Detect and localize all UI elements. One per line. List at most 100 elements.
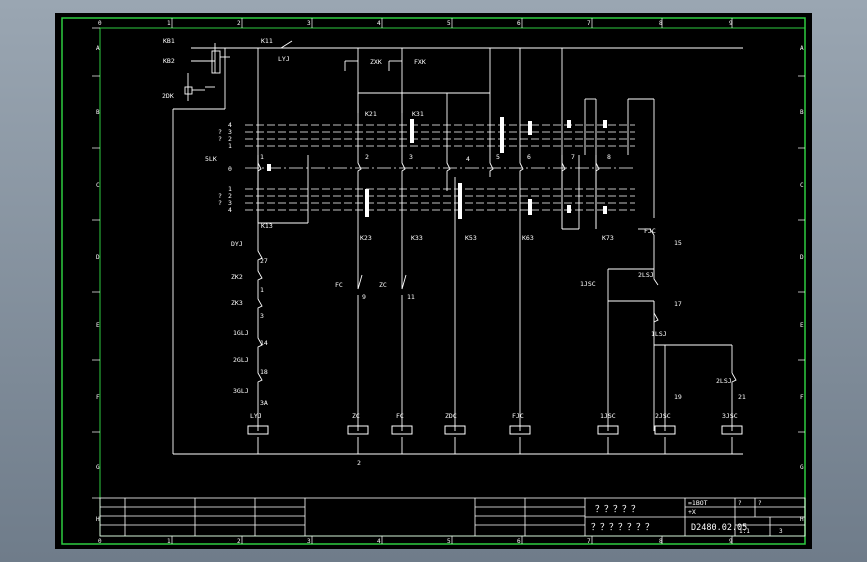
label-k53: K53 xyxy=(465,234,477,242)
border-ticks xyxy=(92,18,805,544)
coil-zc xyxy=(347,425,369,435)
row-right-C: C xyxy=(800,182,804,189)
row-left-B: B xyxy=(96,109,100,116)
selector-blocks xyxy=(267,117,607,219)
label-n2: 2 xyxy=(357,459,361,467)
label-k23: K23 xyxy=(360,234,372,242)
coil-labels: LYJ ZC FC ZDC FJC 1JSC 2JSC 3JSC xyxy=(250,412,738,420)
coil-fc xyxy=(391,425,413,435)
label-kb1: KB1 xyxy=(163,37,175,45)
schematic-svg: 0 1 2 3 4 5 6 7 8 9 0 1 2 3 4 5 6 7 8 9 xyxy=(61,17,806,545)
label-k13: K13 xyxy=(261,222,273,230)
title-sheet-no: 3 xyxy=(779,528,783,535)
upper-pos-2: 2 xyxy=(228,135,232,143)
title-small-b: ? xyxy=(758,500,762,507)
col-top-1: 1 xyxy=(167,20,171,27)
col-bot-3: 3 xyxy=(307,538,311,545)
chain-labels: DYJ 27 ZK2 1 ZK3 3 1GLJ 14 2GLJ 18 3GLJ … xyxy=(231,227,746,467)
col-top-5: 5 xyxy=(447,20,451,27)
coil-label-zc: ZC xyxy=(352,412,360,420)
lower-q-2: ? xyxy=(218,199,222,207)
row-left-G: G xyxy=(96,464,100,471)
lower-pos-2: 2 xyxy=(228,192,232,200)
title-drawing-no: D2480.02.05 xyxy=(691,523,747,533)
col-bot-0: 0 xyxy=(98,538,102,545)
col-top-0: 0 xyxy=(98,20,102,27)
label-14: 14 xyxy=(260,339,268,347)
coil-lyj xyxy=(247,425,269,435)
title-code2: +X xyxy=(688,508,696,516)
contact-num-8: 8 xyxy=(607,153,611,161)
coil-label-fjc: FJC xyxy=(512,412,524,420)
lower-q-1: ? xyxy=(218,192,222,200)
row-left-C: C xyxy=(96,182,100,189)
label-k31: K31 xyxy=(412,110,424,118)
title-q5: ？？？？？ xyxy=(595,505,640,515)
col-top-6: 6 xyxy=(517,20,521,27)
row-right-D: D xyxy=(800,254,804,261)
contact-num-7: 7 xyxy=(571,153,575,161)
coil-label-lyj: LYJ xyxy=(250,412,262,420)
label-zero: 0 xyxy=(228,165,232,173)
upper-pos-3: 3 xyxy=(228,128,232,136)
label-2lsj-top: 2LSJ xyxy=(638,271,654,279)
contact-num-6: 6 xyxy=(527,153,531,161)
row-left-A: A xyxy=(96,45,100,52)
label-3a: 3A xyxy=(260,399,268,407)
title-block-text: ？？？？？ ？？？？？？？ =1BOT +X D2480.02.05 1:1 3… xyxy=(591,499,783,535)
label-1lsj: 1LSJ xyxy=(651,330,667,338)
label-n15: 15 xyxy=(674,239,682,247)
col-bot-9: 9 xyxy=(729,538,733,545)
col-bot-4: 4 xyxy=(377,538,381,545)
label-n11: 11 xyxy=(407,293,415,301)
label-1glj: 1GLJ xyxy=(233,329,249,337)
label-lyj-top: LYJ xyxy=(278,55,290,63)
label-zk2: ZK2 xyxy=(231,273,243,281)
label-zxk: ZXK xyxy=(370,58,382,66)
coil-label-zdc: ZDC xyxy=(445,412,457,420)
label-zk3: ZK3 xyxy=(231,299,243,307)
upper-q-1: ? xyxy=(218,128,222,136)
col-bot-6: 6 xyxy=(517,538,521,545)
row-right-B: B xyxy=(800,109,804,116)
label-fc-left: FC xyxy=(335,281,343,289)
label-5lk: 5LK xyxy=(205,155,217,163)
label-zc-mid: ZC xyxy=(379,281,387,289)
row-right-G: G xyxy=(800,464,804,471)
coil-1jsc xyxy=(597,425,619,435)
col-bot-7: 7 xyxy=(587,538,591,545)
wiring xyxy=(172,40,743,455)
label-kb2: KB2 xyxy=(163,57,175,65)
contact-num-2: 2 xyxy=(365,153,369,161)
label-18: 18 xyxy=(260,368,268,376)
contact-num-3: 3 xyxy=(409,153,413,161)
col-bot-5: 5 xyxy=(447,538,451,545)
coil-fjc xyxy=(509,425,531,435)
col-bot-1: 1 xyxy=(167,538,171,545)
label-k63: K63 xyxy=(522,234,534,242)
contact-num-1: 1 xyxy=(260,153,264,161)
label-2dk: 2DK xyxy=(162,92,174,100)
label-2lsj-bottom: 2LSJ xyxy=(716,377,732,385)
label-n19: 19 xyxy=(674,393,682,401)
upper-pos-4: 4 xyxy=(228,121,232,129)
label-1jsc-top: 1JSC xyxy=(580,280,596,288)
title-block xyxy=(99,497,806,537)
col-top-2: 2 xyxy=(237,20,241,27)
col-top-9: 9 xyxy=(729,20,733,27)
label-n1: 1 xyxy=(260,286,264,294)
coil-2jsc xyxy=(654,425,676,435)
coils xyxy=(247,425,743,435)
contact-num-5: 5 xyxy=(496,153,500,161)
drawing-sheet: 0 1 2 3 4 5 6 7 8 9 0 1 2 3 4 5 6 7 8 9 xyxy=(55,13,812,549)
row-right-F: F xyxy=(800,394,804,401)
zone-labels: 0 1 2 3 4 5 6 7 8 9 0 1 2 3 4 5 6 7 8 9 xyxy=(96,20,804,545)
upper-pos-1: 1 xyxy=(228,142,232,150)
row-right-H: H xyxy=(800,516,804,523)
coil-label-2jsc: 2JSC xyxy=(655,412,671,420)
col-top-7: 7 xyxy=(587,20,591,27)
title-scale: 1:1 xyxy=(739,528,750,535)
upper-q-2: ? xyxy=(218,135,222,143)
label-fxk: FXK xyxy=(414,58,426,66)
